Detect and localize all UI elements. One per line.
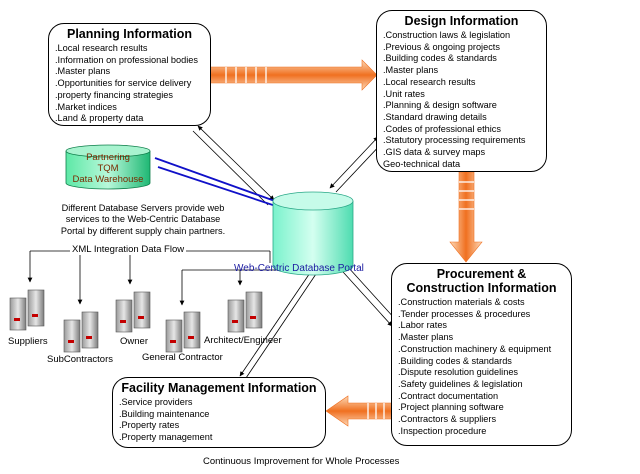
web-portal-cylinder (272, 191, 354, 276)
data-warehouse-label: Partnering TQM Data Warehouse (66, 152, 150, 185)
flow-arrow-planning-to-design (209, 59, 378, 91)
list-item: .Service providers (119, 397, 193, 407)
list-item: .Property management (119, 432, 213, 443)
portal-label: Web-Centric Database Portal (234, 263, 364, 274)
warehouse-line: TQM (97, 163, 119, 174)
list-item: .Land & property data (55, 113, 144, 124)
warehouse-line: Data Warehouse (72, 174, 144, 185)
list-item: .Master plans (55, 66, 111, 77)
facility-title: Facility Management Information (121, 381, 317, 395)
list-item: .Local research results (55, 43, 148, 53)
supplier-server-icon (9, 289, 45, 331)
planning-list: .Local research results .Information on … (49, 43, 210, 125)
list-item: .property financing strategies (55, 89, 173, 100)
procurement-title: Procurement & Construction Information (406, 267, 557, 295)
list-item: .Inspection procedure (398, 425, 487, 436)
owner-server-icon (115, 291, 151, 333)
procurement-list: .Construction materials & costs .Tender … (392, 297, 571, 437)
partner-label-suppliers: Suppliers (8, 336, 48, 347)
facility-list: .Service providers .Building maintenance… (113, 397, 325, 444)
list-item: Geo-technical data (383, 158, 461, 169)
list-item: .Building codes & standards (398, 355, 512, 366)
partner-label-owner: Owner (120, 336, 148, 347)
xml-flow-lines (27, 250, 280, 306)
list-item: .Previous & ongoing projects (383, 41, 500, 52)
general-contractor-server-icon (165, 311, 201, 353)
procurement-construction-box: Procurement & Construction Information .… (391, 263, 572, 446)
partner-label-architect-engineer: Architect/Engineer (204, 335, 282, 346)
list-item: .GIS data & survey maps (383, 147, 486, 158)
design-information-box: Design Information .Construction laws & … (376, 10, 547, 172)
design-list: .Construction laws & legislation .Previo… (377, 30, 546, 170)
list-item: .Property rates (119, 420, 180, 431)
design-title: Design Information (404, 14, 519, 28)
planning-title: Planning Information (67, 27, 192, 41)
servers-note: Different Database Servers provide web s… (48, 203, 238, 237)
list-item: .Local research results (383, 76, 476, 87)
list-item: .Construction laws & legislation (383, 30, 511, 40)
note-line: Different Database Servers provide web (61, 203, 225, 213)
planning-information-box: Planning Information .Local research res… (48, 23, 211, 126)
list-item: .Contract documentation (398, 390, 499, 401)
list-item: .Codes of professional ethics (383, 123, 501, 134)
note-line: services to the Web-Centric Database (65, 214, 221, 225)
list-item: .Building maintenance (119, 408, 210, 419)
list-item: .Building codes & standards (383, 53, 497, 64)
list-item: .Master plans (383, 65, 439, 76)
partner-label-subcontractors: SubContractors (47, 354, 114, 365)
list-item: .Construction machinery & equipment (398, 343, 552, 354)
list-item: .Labor rates (398, 320, 448, 331)
list-item: .Tender processes & procedures (398, 308, 531, 319)
list-item: .Opportunities for service delivery (55, 78, 192, 89)
list-item: .Information on professional bodies (55, 54, 199, 65)
flow-arrow-procurement-to-facility (325, 395, 393, 427)
partner-label-general-contractor: General Contractor (142, 352, 223, 363)
list-item: .Safety guidelines & legislation (398, 378, 523, 389)
list-item: .Statutory processing requirements (383, 135, 526, 146)
data-warehouse-cylinder (65, 144, 151, 190)
footer-caption: Continuous Improvement for Whole Process… (203, 456, 400, 467)
flow-arrow-design-to-procurement (449, 171, 483, 263)
list-item: .Project planning software (398, 402, 504, 413)
subcontractor-server-icon (63, 311, 99, 353)
architect-engineer-server-icon (227, 291, 263, 333)
list-item: .Construction materials & costs (398, 297, 525, 307)
xml-flow-label: XML Integration Data Flow (70, 244, 187, 255)
list-item: .Market indices (55, 101, 117, 112)
list-item: .Unit rates (383, 88, 425, 99)
list-item: .Planning & design software (383, 100, 497, 111)
list-item: .Dispute resolution guidelines (398, 367, 519, 378)
warehouse-line: Partnering (86, 152, 130, 163)
list-item: .Contractors & suppliers (398, 414, 497, 425)
list-item: .Standard drawing details (383, 111, 487, 122)
facility-management-box: Facility Management Information .Service… (112, 377, 326, 448)
note-line: Portal by different supply chain partner… (60, 225, 226, 236)
list-item: .Master plans (398, 332, 454, 343)
